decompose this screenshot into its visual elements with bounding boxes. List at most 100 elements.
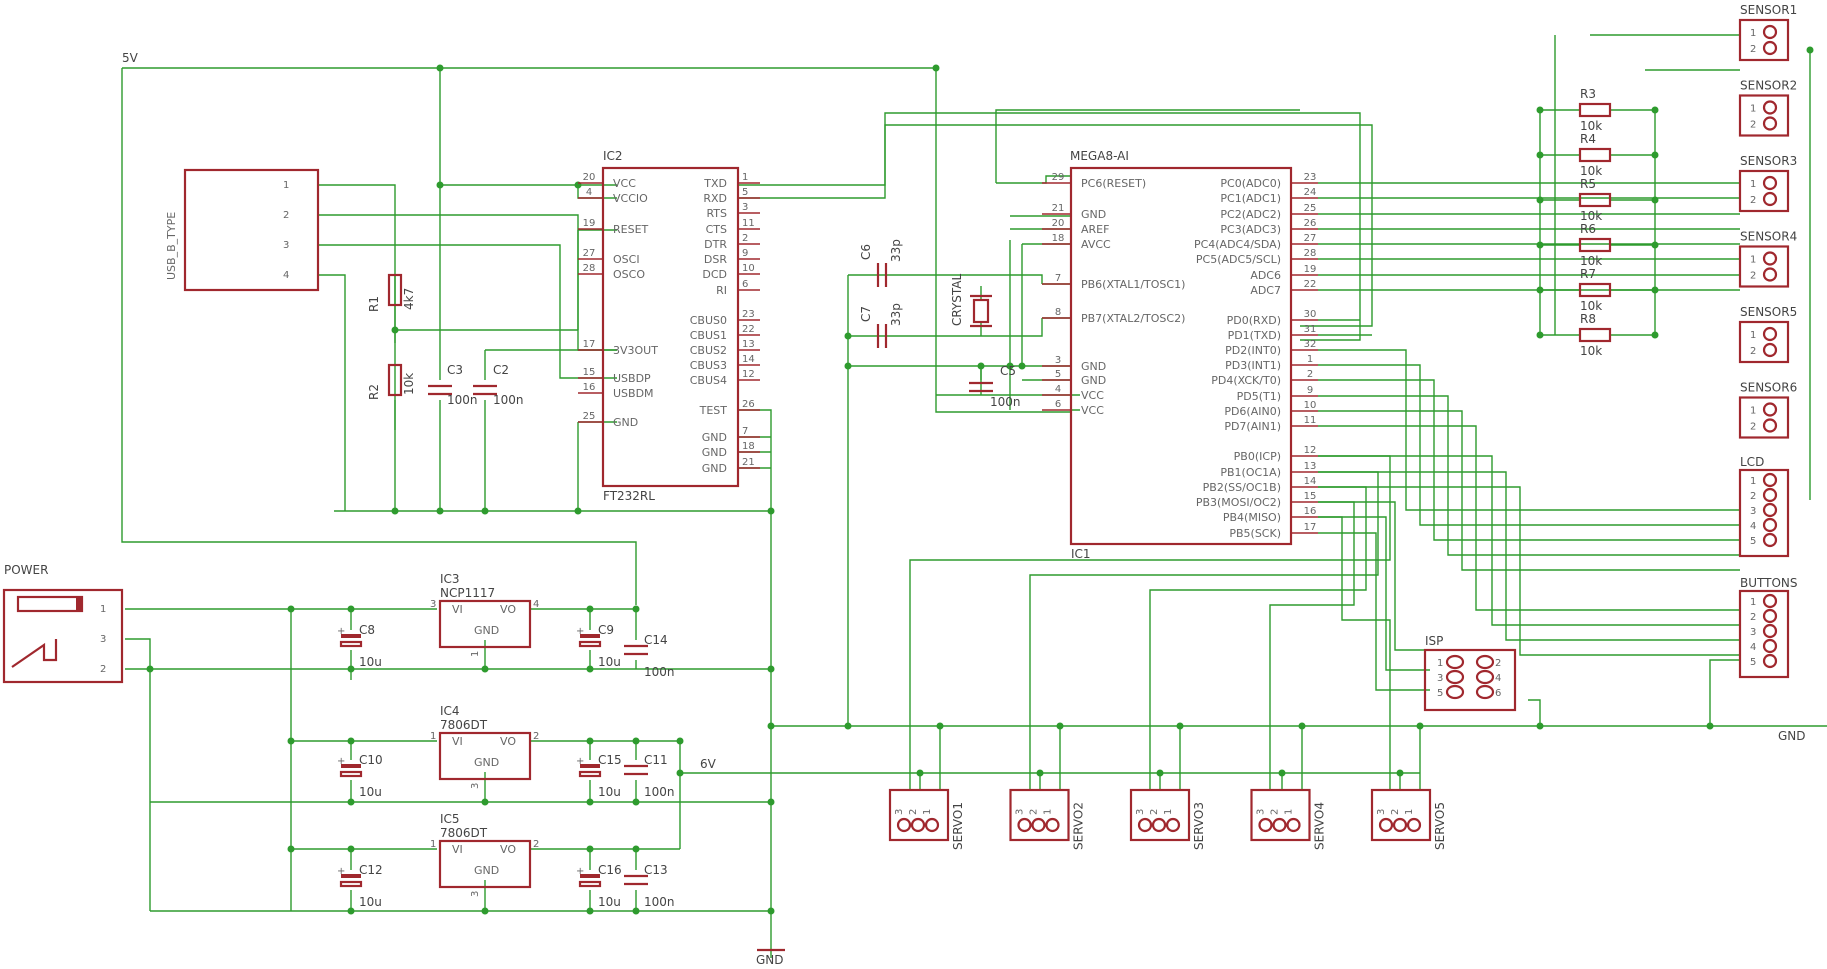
pin-socket <box>1762 472 1778 488</box>
usb-label: USB_B_TYPE <box>165 212 178 280</box>
regulator-name: IC3 <box>440 572 460 586</box>
ic1-pin-number: 31 <box>1304 324 1317 335</box>
junction-dot <box>574 507 582 515</box>
ic2-pin-number: 25 <box>583 411 596 422</box>
regulator-vi: VI <box>452 843 463 856</box>
resistor-name: R5 <box>1580 177 1596 191</box>
ic2-pin-label: 3V3OUT <box>613 344 658 357</box>
resistor-name: R6 <box>1580 222 1596 236</box>
ic1-pin-label: PC3(ADC3) <box>1220 223 1281 236</box>
junction-dot <box>767 722 775 730</box>
junction-dot <box>347 845 355 853</box>
servo-name: SERVO4 <box>1313 802 1327 850</box>
junction-dot <box>767 507 775 515</box>
junction-dot <box>767 798 775 806</box>
ic2-pin-label: VCC <box>613 177 636 190</box>
ic2-pin-label: CBUS2 <box>690 344 727 357</box>
ic2-pin-number: 5 <box>742 187 748 198</box>
ic1-pin-number: 13 <box>1304 461 1317 472</box>
ic1-pin-label: PC6(RESET) <box>1081 177 1146 190</box>
ic2-pin-label: RXD <box>703 192 727 205</box>
ic2-pin-label: CBUS3 <box>690 359 727 372</box>
junction-dot <box>1176 722 1184 730</box>
capacitor-c2: C2 100n <box>473 363 524 407</box>
junction-dot <box>1298 722 1306 730</box>
ic1-pin-number: 5 <box>1055 369 1061 380</box>
ic1-pin-label: PD0(RXD) <box>1227 314 1281 327</box>
svg-text:R2: R2 <box>367 384 381 400</box>
regulator-vo: VO <box>500 735 516 748</box>
ic2-pin-number: 27 <box>583 248 596 259</box>
svg-text:C3: C3 <box>447 363 463 377</box>
isp-pin-number: 5 <box>1437 688 1443 699</box>
ic1-pin-number: 29 <box>1052 172 1065 183</box>
junction-dot <box>287 605 295 613</box>
ic1-part: MEGA8-AI <box>1070 149 1129 163</box>
svg-text:+: + <box>337 626 345 637</box>
ic1-pin-label: PB2(SS/OC1B) <box>1203 481 1281 494</box>
ic2-pin-number: 23 <box>742 309 755 320</box>
junction-dot <box>347 665 355 673</box>
ic2-pin-number: 16 <box>583 382 596 393</box>
junction-dot <box>1156 769 1164 777</box>
ic2-pin-number: 13 <box>742 339 755 350</box>
ic2-pin-number: 15 <box>583 367 596 378</box>
capacitor-value: 100n <box>644 895 675 909</box>
junction-dot <box>391 326 399 334</box>
ic2-pin-number: 19 <box>583 218 596 229</box>
junction-dot <box>146 665 154 673</box>
isp-socket <box>1445 684 1465 700</box>
junction-dot <box>347 798 355 806</box>
capacitor-value: 100n <box>644 785 675 799</box>
ic1-pin-label: PC0(ADC0) <box>1220 177 1281 190</box>
ic2-pin-label: CBUS1 <box>690 329 727 342</box>
junction-dot <box>767 907 775 915</box>
servo-pin-number: 1 <box>1284 809 1295 815</box>
junction-dot <box>347 605 355 613</box>
servo-name: SERVO5 <box>1433 802 1447 850</box>
ic1-pin-label: GND <box>1081 374 1106 387</box>
sensor-pin-number: 1 <box>1750 104 1756 115</box>
junction-dot <box>1036 769 1044 777</box>
regulator-pin-out: 2 <box>533 731 539 742</box>
ic1-pin-number: 22 <box>1304 279 1317 290</box>
svg-text:CRYSTAL: CRYSTAL <box>950 273 964 326</box>
servo-name: SERVO3 <box>1192 802 1206 850</box>
capacitor-c5: C5 100n <box>969 364 1021 409</box>
junction-dot <box>481 798 489 806</box>
capacitor-name: C15 <box>598 753 622 767</box>
resistor-name: R3 <box>1580 87 1596 101</box>
net-label-gnd-bottom: GND <box>756 953 784 967</box>
ic1-pin-number: 11 <box>1304 415 1317 426</box>
junction-dot <box>436 64 444 72</box>
capacitor-name: C14 <box>644 633 668 647</box>
ic1-pin-number: 19 <box>1304 264 1317 275</box>
pin-socket <box>1762 502 1778 518</box>
sensor-pin-number: 2 <box>1750 195 1756 206</box>
ic2-pin-number: 6 <box>742 279 748 290</box>
capacitor-value: 10u <box>359 785 382 799</box>
junction-dot <box>347 737 355 745</box>
ic1-pin-label: PB3(MOSI/OC2) <box>1196 496 1281 509</box>
ic1-pin-label: ADC7 <box>1250 284 1281 297</box>
svg-text:C6: C6 <box>859 244 873 260</box>
junction-dot <box>1416 722 1424 730</box>
junction-dot <box>676 737 684 745</box>
ic1-pin-label: PC2(ADC2) <box>1220 208 1281 221</box>
svg-text:BUTTONS: BUTTONS <box>1740 576 1798 590</box>
ic1-pin-label: GND <box>1081 208 1106 221</box>
svg-text:C5: C5 <box>1000 364 1016 378</box>
isp-pin-number: 1 <box>1437 658 1443 669</box>
net-label-5v: 5V <box>122 51 139 65</box>
